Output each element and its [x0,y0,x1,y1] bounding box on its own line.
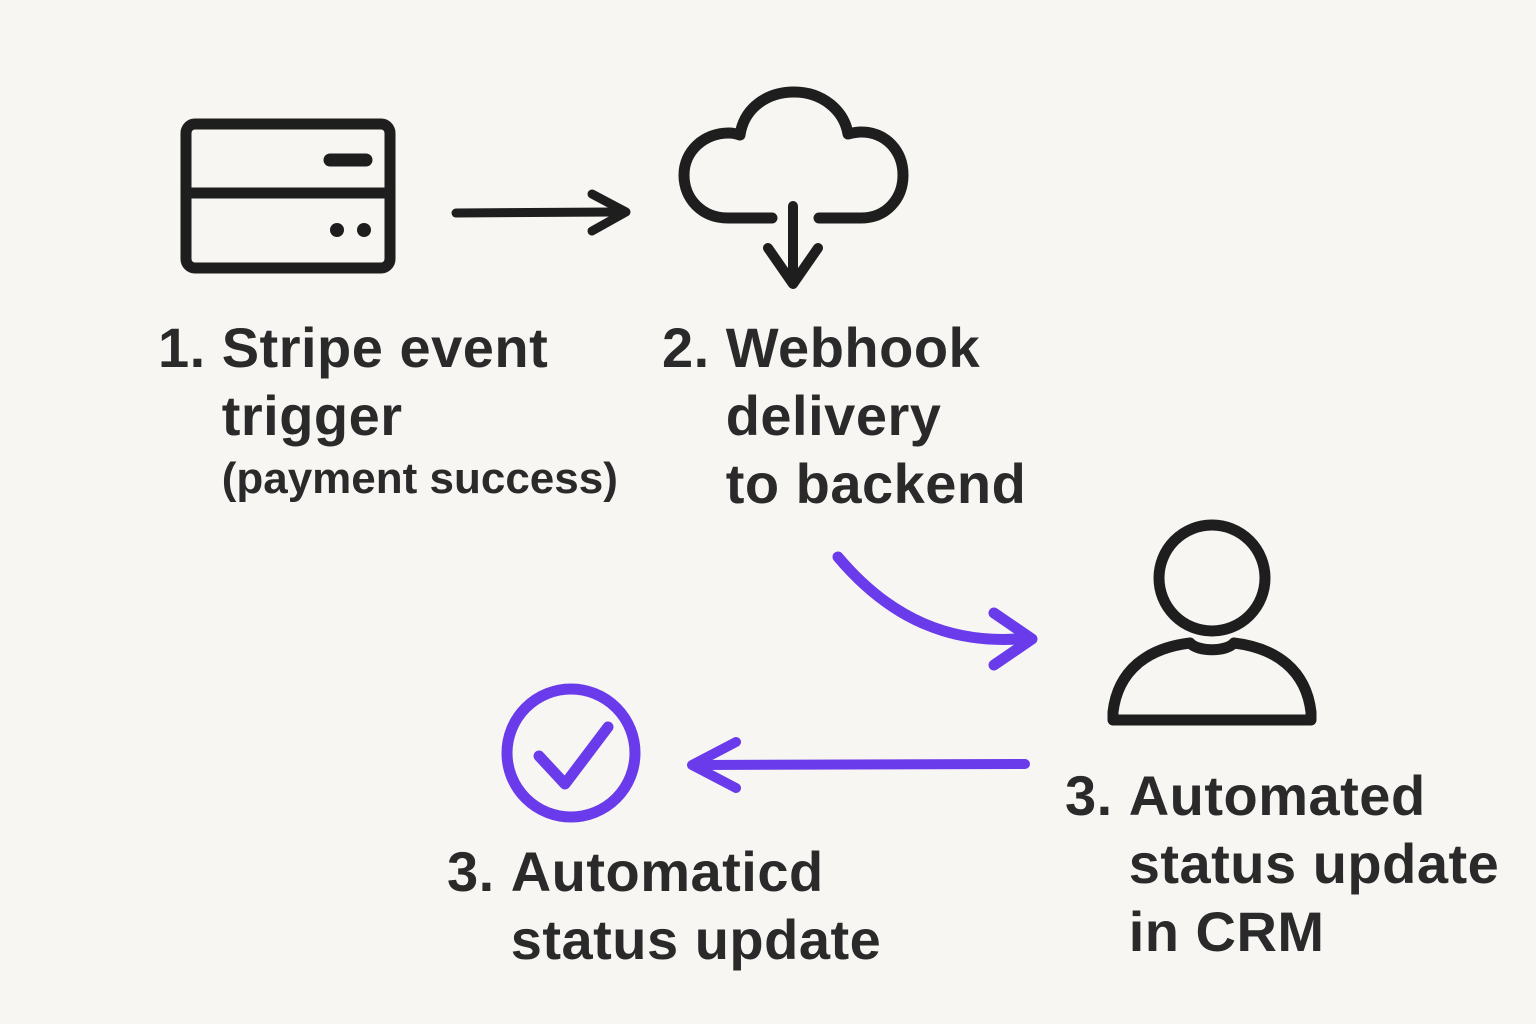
step3-crm-line2: status update [1128,832,1500,895]
card-dot [357,223,371,237]
step1-line2: trigger [221,384,403,447]
step2-line1: Webhook [725,316,981,379]
step3-crm-line1: Automated [1128,764,1426,827]
step1-label: 1. Stripe event trigger (payment success… [158,314,618,508]
arrow-right-black [451,189,631,236]
step1-line1: Stripe event [221,316,549,379]
arrow-left-purple [687,737,1030,793]
cloud-download-icon [678,86,909,289]
step3-status-line2: status update [510,908,882,971]
check-mark [533,721,614,790]
step2-number: 2. [662,316,710,379]
step3-crm-number: 3. [1065,764,1113,827]
step3-status-line1: Automaticd [510,840,824,903]
user-body [1107,637,1317,726]
user-icon [1107,519,1317,726]
step1-note: (payment success) [221,454,618,503]
step2-line3: to backend [725,452,1027,515]
download-arrow-head [763,243,823,289]
check-circle-icon [501,683,641,823]
step2-label: 2. Webhook delivery to backend [662,314,1026,518]
cloud-outline [678,86,909,224]
step2-line2: delivery [725,384,942,447]
user-head [1153,519,1271,637]
step3-status-number: 3. [447,840,495,903]
step3-crm-line3: in CRM [1128,900,1325,963]
step3-crm-label: 3. Automated status update in CRM [1065,762,1499,966]
step3-status-label: 3. Automaticd status update [447,838,881,974]
arrow-curved-purple [832,551,1038,671]
step1-number: 1. [158,316,206,379]
card-dot [330,223,344,237]
credit-card-icon [180,118,396,274]
